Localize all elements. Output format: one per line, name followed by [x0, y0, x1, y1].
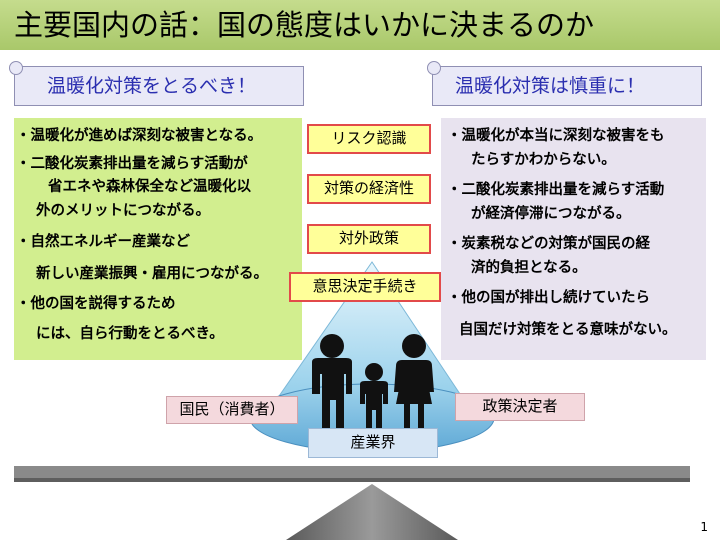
right-heading: 温暖化対策は慎重に！ — [455, 75, 646, 97]
factor-foreign-policy: 対外政策 — [307, 224, 431, 254]
left-line: ・自然エネルギー産業など — [16, 234, 190, 250]
factor-risk-perception: リスク認識 — [307, 124, 431, 154]
label-industry: 産業界 — [308, 428, 438, 458]
right-line: 自国だけ対策をとる意味がない。 — [459, 322, 677, 338]
right-line: たらすかわからない。 — [471, 152, 616, 168]
left-line: ・二酸化炭素排出量を減らす活動が — [16, 156, 248, 172]
fulcrum — [286, 484, 458, 540]
factor-cost-effectiveness: 対策の経済性 — [307, 174, 431, 204]
left-line: ・温暖化が進めば深刻な被害となる。 — [16, 128, 263, 144]
title-bar — [0, 0, 720, 50]
scroll-curl — [9, 61, 23, 75]
left-heading-banner: 温暖化対策をとるべき！ — [9, 61, 304, 106]
left-heading: 温暖化対策をとるべき！ — [47, 75, 257, 97]
slide-title: 主要国内の話：国の態度はいかに決まるのか — [14, 8, 595, 42]
scroll-curl — [427, 61, 441, 75]
page-number: 1 — [700, 520, 708, 534]
right-line: 済的負担となる。 — [471, 260, 587, 276]
right-line: ・二酸化炭素排出量を減らす活動 — [447, 182, 665, 198]
left-panel: ・温暖化が進めば深刻な被害となる。 ・二酸化炭素排出量を減らす活動が 省エネや森… — [14, 118, 302, 360]
right-line: が経済停滞につながる。 — [471, 206, 631, 222]
right-line: ・他の国が排出し続けていたら — [447, 290, 650, 306]
left-line: ・他の国を説得するため — [16, 296, 176, 312]
right-line: ・温暖化が本当に深刻な被害をも — [447, 128, 665, 144]
left-line: 新しい産業振興・雇用につながる。 — [36, 266, 268, 282]
family-icon — [312, 334, 434, 430]
left-line: 省エネや森林保全など温暖化以 — [48, 179, 251, 195]
left-line: には、自ら行動をとるべき。 — [36, 326, 224, 342]
label-policymakers: 政策決定者 — [455, 393, 585, 421]
factor-decision-procedure: 意思決定手続き — [289, 272, 441, 302]
balance-beam — [14, 466, 690, 478]
left-line: 外のメリットにつながる。 — [36, 203, 210, 219]
right-panel: ・温暖化が本当に深刻な被害をも たらすかわからない。 ・二酸化炭素排出量を減らす… — [441, 118, 706, 360]
label-citizens: 国民（消費者） — [166, 396, 298, 424]
right-heading-banner: 温暖化対策は慎重に！ — [427, 61, 702, 106]
right-line: ・炭素税などの対策が国民の経 — [447, 236, 650, 252]
